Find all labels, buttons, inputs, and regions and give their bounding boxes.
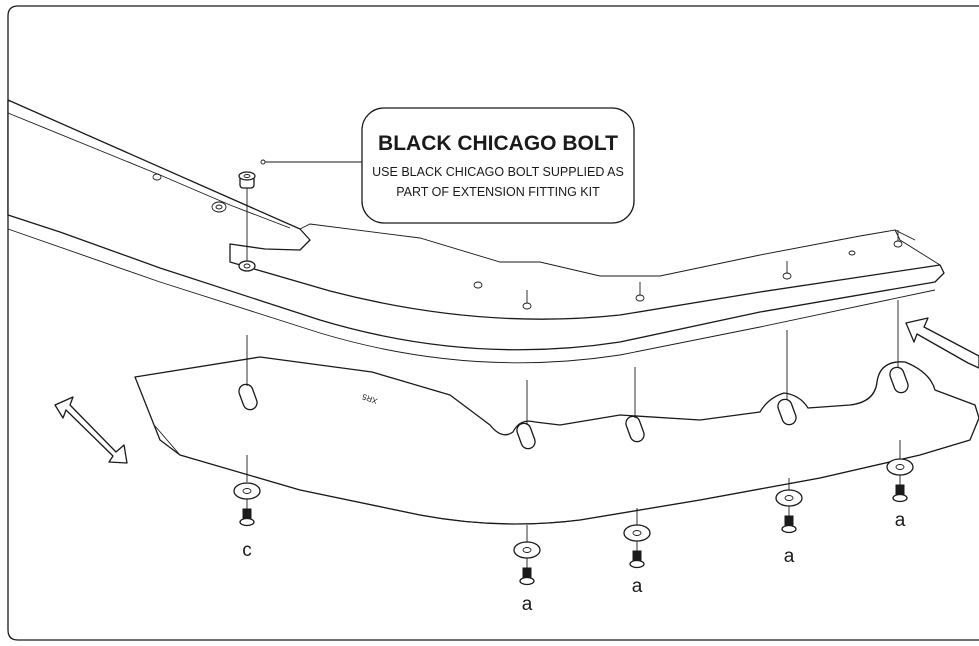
lip-mount-pins [522, 230, 903, 310]
washer-hole [632, 530, 642, 536]
callout-title: BLACK CHICAGO BOLT [378, 132, 618, 155]
washer [886, 458, 914, 476]
washer-hole [242, 488, 252, 494]
fixing-label: c [242, 540, 252, 561]
washer [233, 482, 261, 500]
bolt [239, 508, 255, 527]
bumper-lip [7, 99, 945, 364]
bolt [892, 484, 908, 503]
callout-line-2: PART OF EXTENSION FITTING KIT [396, 185, 600, 199]
washer-hole [895, 464, 905, 470]
fixing-5: a [886, 458, 914, 531]
washer-hole [522, 547, 532, 553]
fixings: c a a a a [233, 458, 914, 615]
callout-line-1: USE BLACK CHICAGO BOLT SUPPLIED AS [372, 165, 624, 179]
washer-hole [784, 495, 794, 501]
fixing-label: a [632, 576, 643, 597]
callout-box: BLACK CHICAGO BOLT USE BLACK CHICAGO BOL… [361, 107, 635, 224]
right-adjust-arrow [905, 317, 979, 369]
frame [7, 5, 979, 641]
chicago-bolt [238, 171, 256, 272]
left-adjust-arrow [54, 396, 128, 464]
fixing-label: a [895, 510, 906, 531]
splitter-slots [238, 366, 909, 450]
bolt [629, 550, 645, 569]
splitter-plate [134, 356, 979, 525]
fixing-label: a [522, 594, 533, 615]
washer [513, 541, 541, 559]
fixing-2: a [513, 541, 541, 615]
bolt [519, 567, 535, 586]
fixing-4: a [775, 489, 803, 567]
callout-pointer [260, 159, 266, 165]
alignment-lines [246, 300, 901, 542]
fixing-3: a [623, 524, 651, 597]
fixing-1: c [233, 482, 261, 561]
bolt [781, 515, 797, 534]
washer [775, 489, 803, 507]
fixing-label: a [784, 546, 795, 567]
washer [623, 524, 651, 542]
